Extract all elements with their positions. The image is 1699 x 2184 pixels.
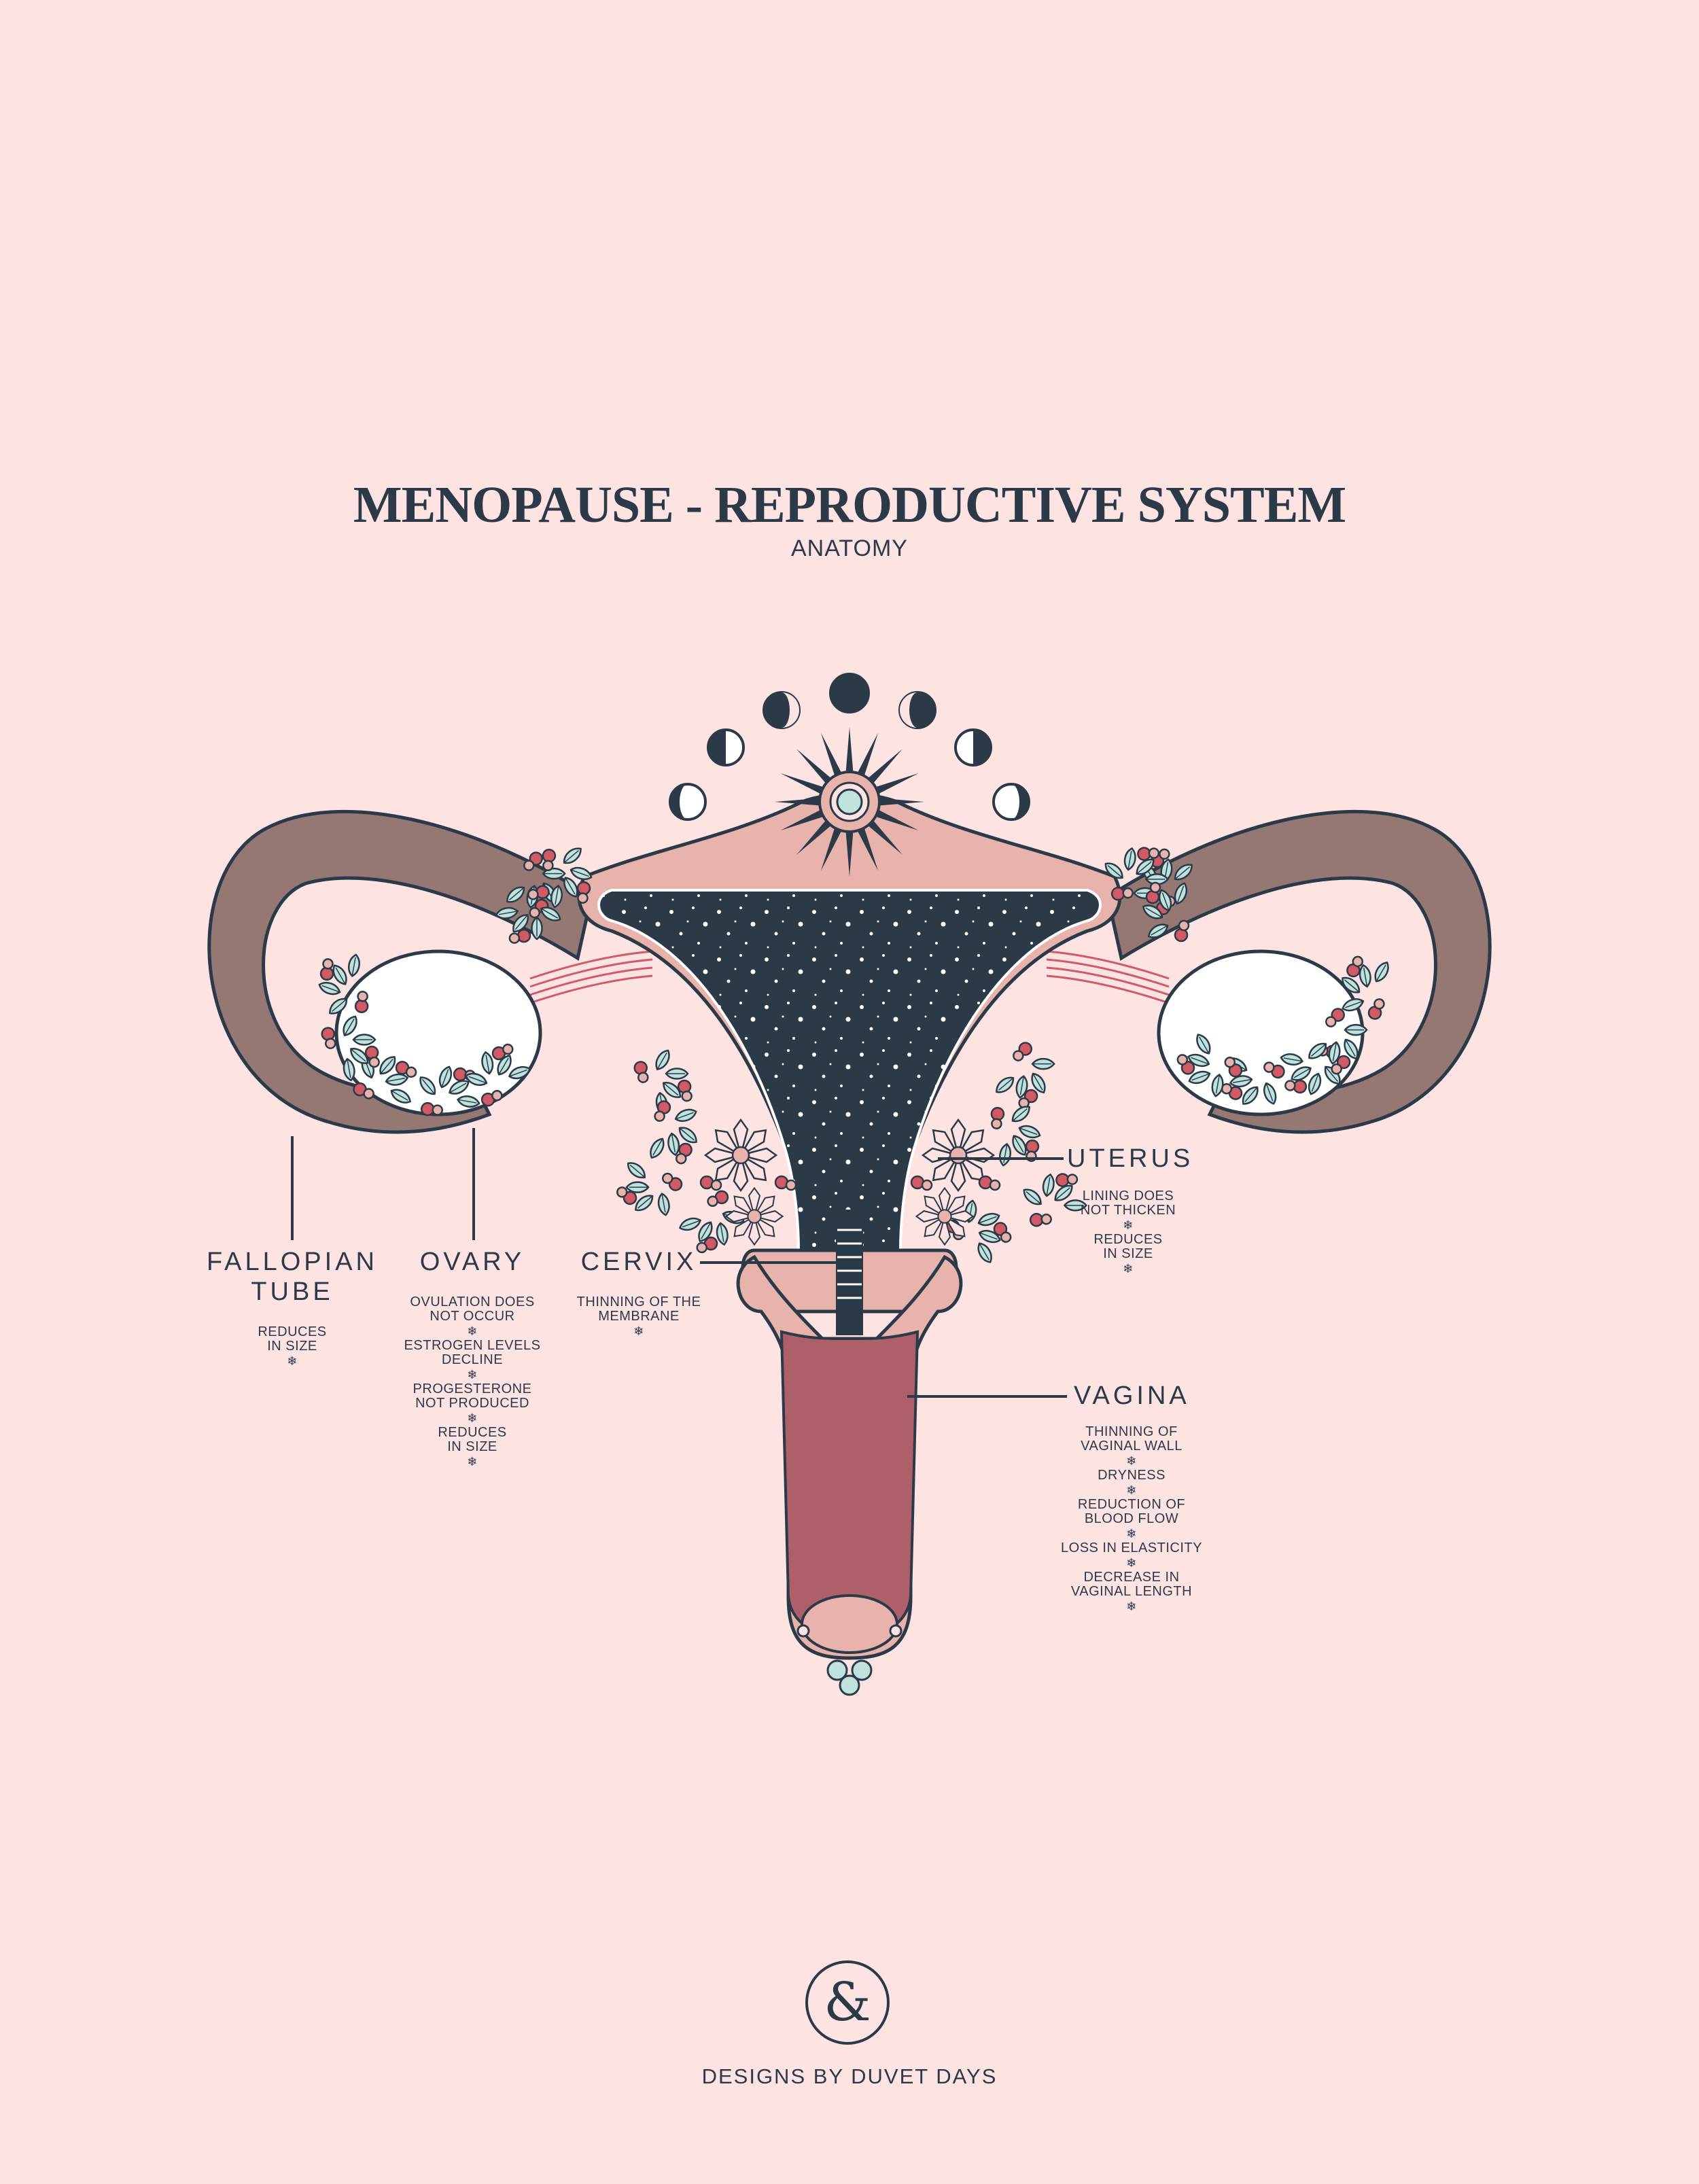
notes-fallopian-tube: REDUCES IN SIZE ❄ (224, 1325, 360, 1369)
note-text: OVULATION DOES (410, 1294, 535, 1309)
snowflake-icon: ❄ (467, 1455, 478, 1468)
credit-text: DESIGNS BY DUVET DAYS (701, 2064, 998, 2088)
snowflake-icon: ❄ (467, 1411, 478, 1425)
right-ovarian-ligament (1046, 950, 1170, 1004)
right-ovary (1157, 949, 1365, 1116)
label-vagina: VAGINA (1074, 1381, 1190, 1410)
note-text: NOT PRODUCED (415, 1396, 529, 1411)
page-subtitle: ANATOMY (791, 535, 908, 561)
page-title: MENOPAUSE - REPRODUCTIVE SYSTEM (353, 476, 1346, 533)
note-text: IN SIZE (1103, 1246, 1153, 1261)
note-text: DECLINE (441, 1352, 504, 1367)
snowflake-icon: ❄ (1126, 1556, 1137, 1570)
label-uterus: UTERUS (1067, 1144, 1194, 1173)
snowflake-icon: ❄ (633, 1324, 644, 1338)
note-text: REDUCES (1093, 1232, 1163, 1247)
note-text: DECREASE IN (1083, 1570, 1180, 1585)
note-text: ESTROGEN LEVELS (404, 1338, 541, 1353)
note-text: THINNING OF THE (576, 1294, 701, 1309)
notes-cervix: THINNING OF THE MEMBRANE ❄ (564, 1295, 714, 1339)
note-text: PROGESTERONE (413, 1381, 532, 1396)
sun-icon (775, 727, 924, 877)
label-ovary: OVARY (419, 1248, 525, 1276)
note-text: LINING DOES (1082, 1188, 1174, 1203)
vagina-canal (780, 1330, 919, 1640)
note-text: MEMBRANE (598, 1309, 680, 1324)
ampersand-logo-icon: & (805, 1960, 890, 2045)
snowflake-icon: ❄ (1126, 1600, 1137, 1613)
note-text: NOT THICKEN (1080, 1203, 1176, 1218)
snowflake-icon: ❄ (1123, 1262, 1134, 1275)
note-text: BLOOD FLOW (1084, 1511, 1179, 1526)
leader-lines (291, 1128, 1067, 1398)
note-text: NOT OCCUR (430, 1309, 515, 1324)
snowflake-icon: ❄ (1126, 1527, 1137, 1540)
note-text: VAGINAL WALL (1081, 1439, 1183, 1454)
note-text: IN SIZE (267, 1339, 317, 1354)
cervical-canal (836, 1210, 863, 1335)
note-text: REDUCES (438, 1425, 507, 1440)
label-cervix: CERVIX (580, 1248, 697, 1276)
notes-ovary: OVULATION DOES NOT OCCUR ❄ ESTROGEN LEVE… (394, 1295, 550, 1469)
label-fallopian-tube-line2: TUBE (251, 1278, 334, 1306)
note-text: LOSS IN ELASTICITY (1061, 1540, 1202, 1555)
note-text: DRYNESS (1098, 1468, 1166, 1483)
snowflake-icon: ❄ (1126, 1454, 1137, 1468)
note-text: THINNING OF (1085, 1424, 1178, 1439)
note-text: IN SIZE (447, 1439, 497, 1454)
notes-uterus: LINING DOES NOT THICKEN ❄ REDUCES IN SIZ… (1060, 1189, 1196, 1276)
note-text: REDUCES (258, 1324, 327, 1339)
label-fallopian-tube-line1: FALLOPIAN (207, 1248, 378, 1276)
note-text: REDUCTION OF (1077, 1497, 1186, 1512)
snowflake-icon: ❄ (287, 1354, 298, 1368)
left-ovarian-ligament (529, 950, 653, 1004)
snowflake-icon: ❄ (467, 1368, 478, 1381)
left-fallopian-tube (207, 809, 593, 1134)
right-fallopian-tube (1106, 809, 1492, 1134)
vaginal-opening (801, 1594, 898, 1654)
cervical-canal-lines (837, 1229, 862, 1299)
vaginal-base-beads (826, 1659, 873, 1696)
snowflake-icon: ❄ (1126, 1483, 1137, 1497)
notes-vagina: THINNING OF VAGINAL WALL ❄ DRYNESS ❄ RED… (1050, 1425, 1213, 1614)
moon-phases (669, 673, 1030, 821)
note-text: VAGINAL LENGTH (1070, 1584, 1193, 1599)
snowflake-icon: ❄ (467, 1324, 478, 1338)
label-fallopian-tube: FALLOPIAN TUBE (197, 1247, 387, 1307)
snowflake-icon: ❄ (1123, 1218, 1134, 1232)
